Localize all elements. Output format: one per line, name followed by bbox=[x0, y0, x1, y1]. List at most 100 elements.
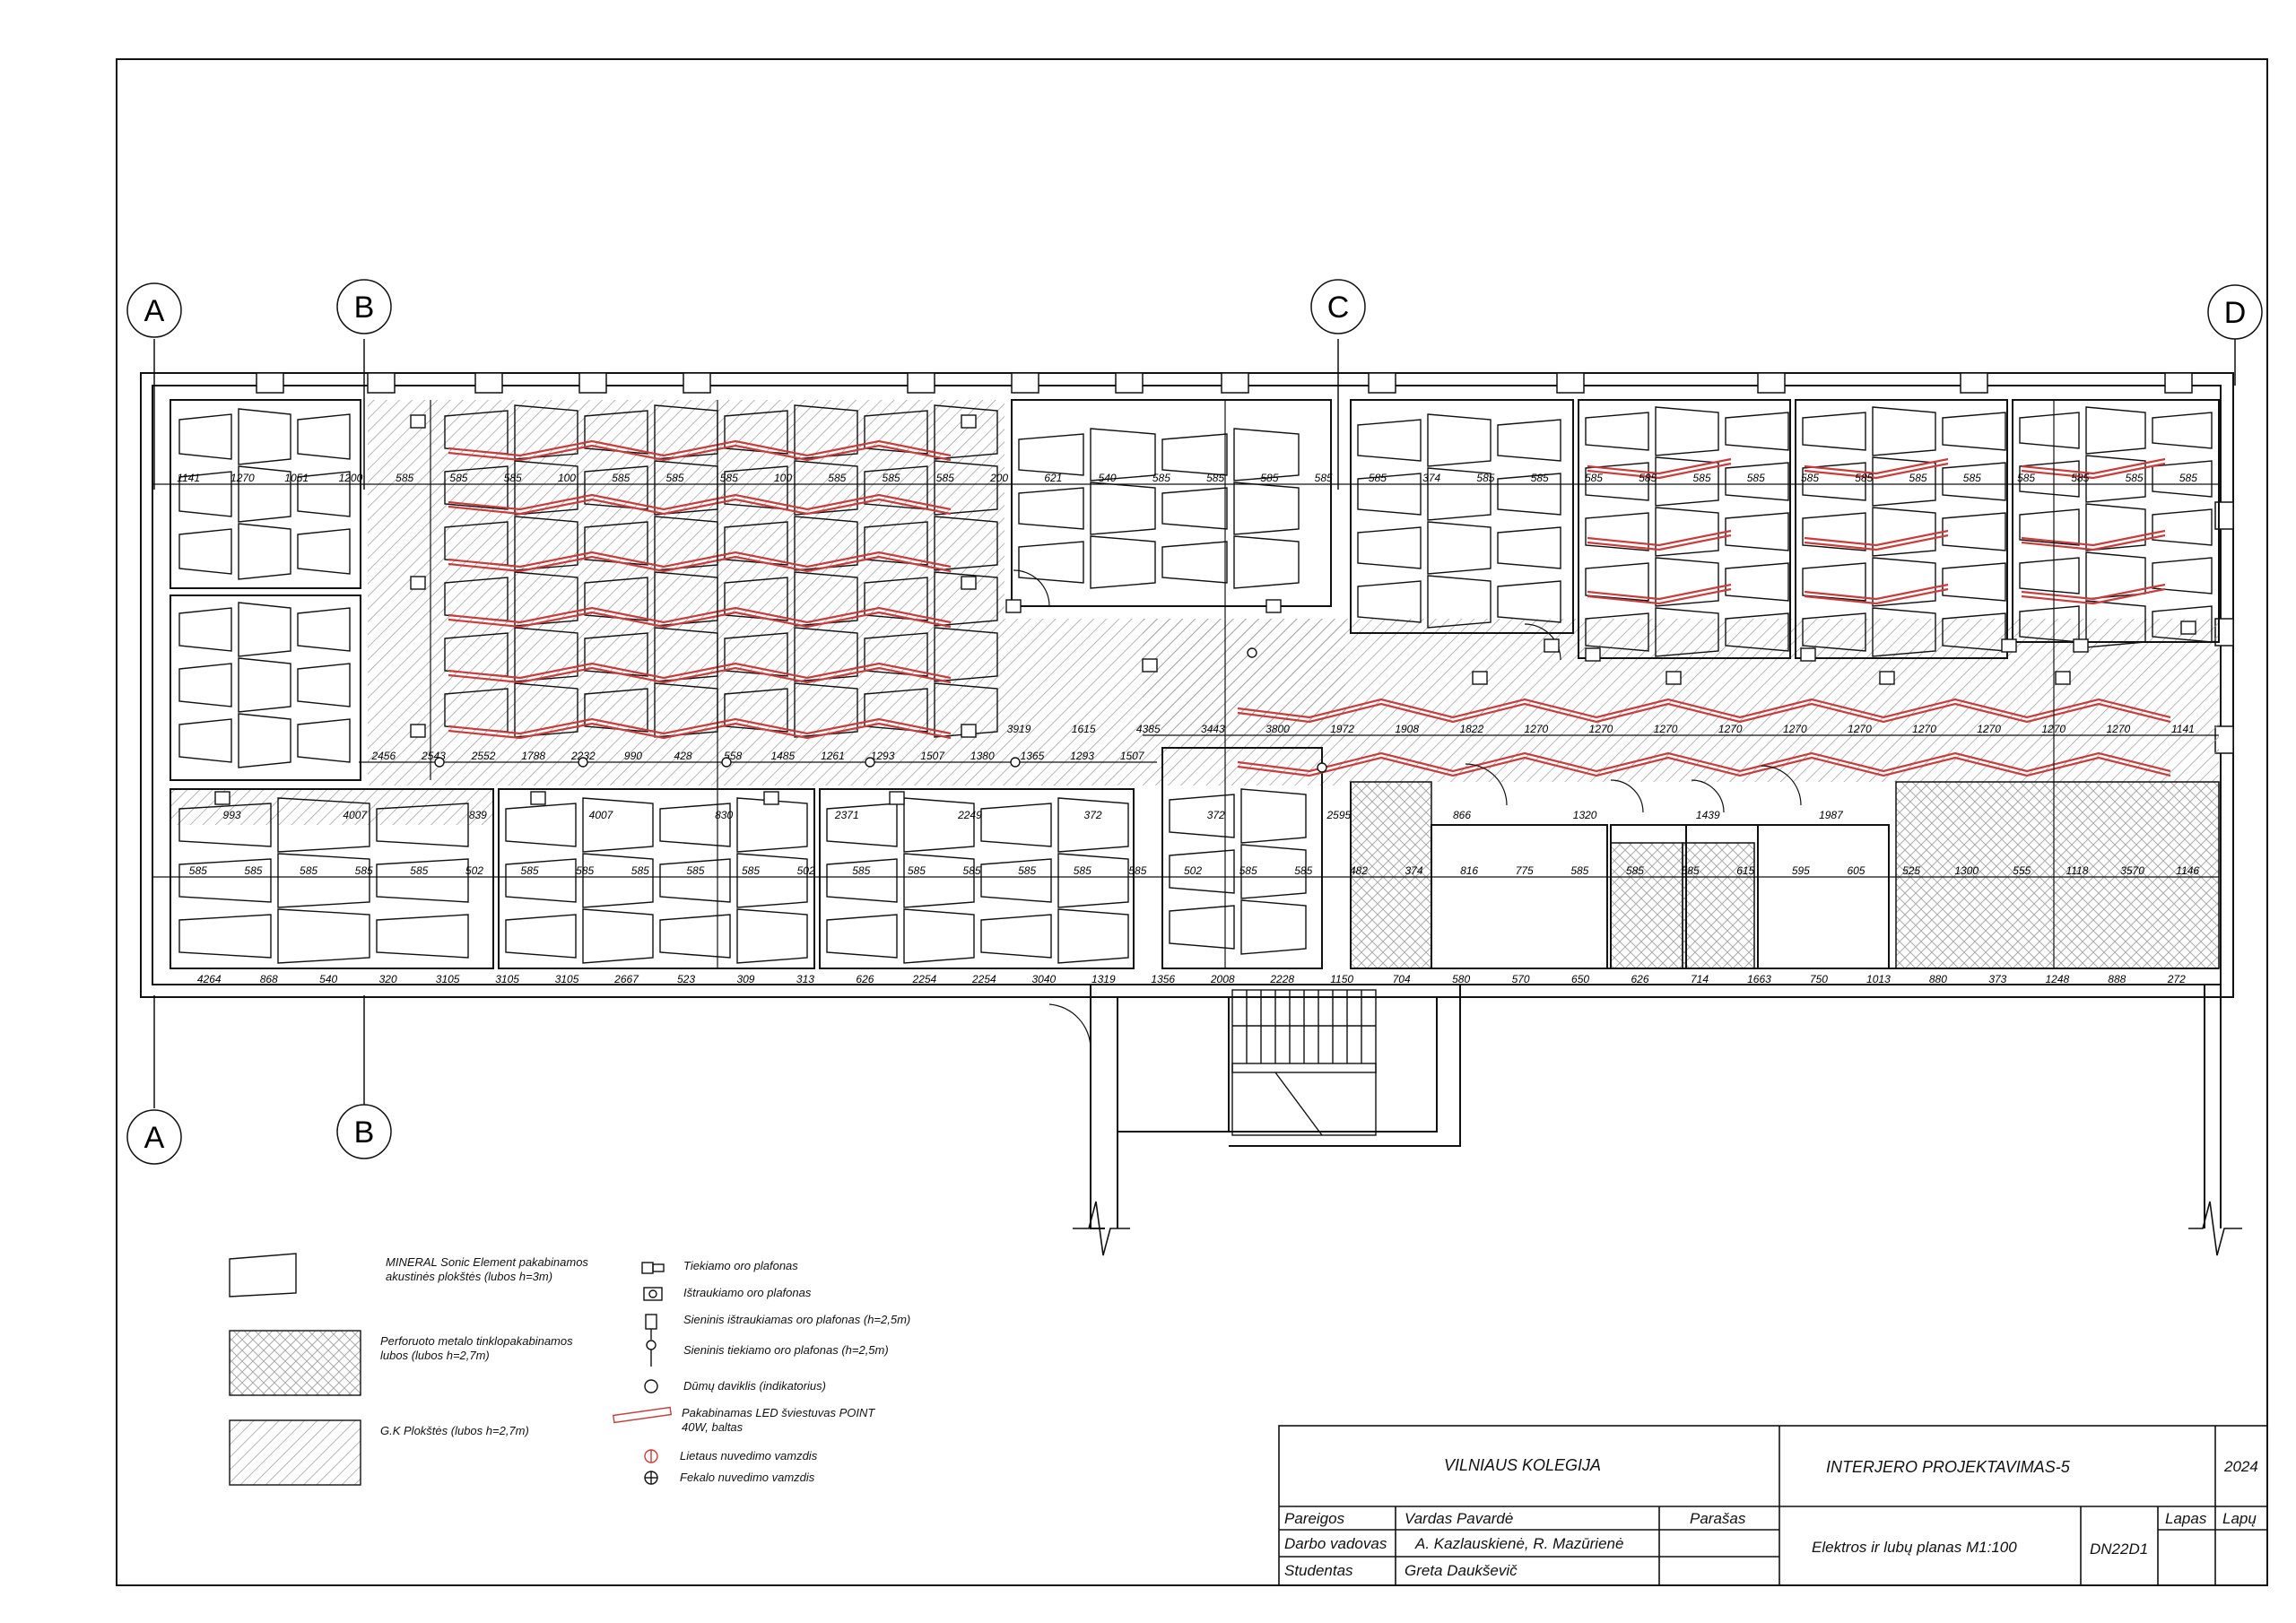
acoustic-tile bbox=[178, 607, 232, 652]
acoustic-tile bbox=[794, 571, 858, 627]
acoustic-tile bbox=[794, 404, 858, 460]
school-name: VILNIAUS KOLEGIJA bbox=[1444, 1456, 1602, 1474]
dimension-label: 1270 bbox=[1912, 723, 1936, 735]
legend-gk: G.K Plokštės (lubos h=2,7m) bbox=[380, 1424, 529, 1437]
dimension-label: 1972 bbox=[1330, 723, 1354, 735]
acoustic-tile bbox=[1802, 462, 1866, 501]
dimension-label: 4385 bbox=[1136, 723, 1161, 735]
perforated-zones bbox=[1350, 781, 2220, 969]
dimension-label: 482 bbox=[1350, 864, 1368, 877]
led-strip bbox=[1804, 534, 1949, 551]
dimension-label: 585 bbox=[576, 864, 594, 877]
acoustic-tile bbox=[1585, 462, 1649, 501]
acoustic-tile bbox=[1655, 456, 1719, 507]
acoustic-tile bbox=[514, 682, 578, 738]
legend-led-2: 40W, baltas bbox=[682, 1420, 744, 1434]
acoustic-tile bbox=[514, 627, 578, 682]
acoustic-tile bbox=[934, 404, 998, 460]
acoustic-tile bbox=[980, 914, 1052, 959]
acoustic-tile bbox=[444, 465, 509, 510]
dimension-label: 2249 bbox=[957, 809, 982, 821]
dimension-label: 1300 bbox=[1954, 864, 1979, 877]
air-diffuser bbox=[2001, 638, 2017, 653]
acoustic-tile bbox=[1872, 607, 1936, 657]
axis-label-b-bottom: B bbox=[354, 1115, 375, 1150]
acoustic-tile bbox=[238, 523, 291, 580]
dimension-label: 585 bbox=[1152, 472, 1170, 484]
project-name: INTERJERO PROJEKTAVIMAS-5 bbox=[1826, 1458, 2070, 1476]
dimension-label: 585 bbox=[1909, 472, 1927, 484]
dimension-label: 585 bbox=[828, 472, 846, 484]
acoustic-tile bbox=[1942, 562, 2006, 602]
acoustic-tile bbox=[376, 858, 469, 903]
acoustic-tile bbox=[297, 607, 351, 652]
led-strip bbox=[448, 444, 952, 462]
air-diffuser bbox=[530, 791, 546, 805]
dimension-label: 1270 bbox=[2041, 723, 2066, 735]
dimension-label: 1270 bbox=[1654, 723, 1678, 735]
acoustic-tile bbox=[2019, 460, 2080, 498]
acoustic-tile bbox=[1427, 467, 1492, 521]
dimension-label: 100 bbox=[774, 472, 792, 484]
acoustic-tile bbox=[864, 688, 928, 733]
acoustic-tile bbox=[1427, 575, 1492, 629]
air-diffuser bbox=[1544, 638, 1560, 653]
dimension-label: 570 bbox=[1512, 973, 1530, 985]
acoustic-tile bbox=[584, 688, 648, 733]
dimension-label: 1270 bbox=[1589, 723, 1613, 735]
acoustic-tile bbox=[1497, 580, 1561, 623]
acoustic-tile bbox=[724, 688, 788, 733]
year: 2024 bbox=[2224, 1458, 2258, 1475]
dimension-label: 585 bbox=[962, 864, 980, 877]
acoustic-tile bbox=[1872, 507, 1936, 557]
dimension-label: 1293 bbox=[1070, 750, 1094, 762]
dimension-label: 374 bbox=[1422, 472, 1440, 484]
row-label-studentas: Studentas bbox=[1284, 1562, 1353, 1579]
acoustic-tile bbox=[736, 797, 808, 853]
acoustic-tile bbox=[1942, 462, 2006, 501]
dimension-label: 868 bbox=[260, 973, 278, 985]
dimension-label: 502 bbox=[797, 864, 815, 877]
acoustic-tile bbox=[238, 657, 291, 713]
dimension-label: 1356 bbox=[1151, 973, 1175, 985]
dimension-label: 320 bbox=[379, 973, 397, 985]
dimension-label: 585 bbox=[1639, 472, 1657, 484]
acoustic-tile bbox=[1585, 562, 1649, 602]
led-strip bbox=[2021, 583, 2166, 601]
dimension-label: 523 bbox=[677, 973, 695, 985]
acoustic-tile bbox=[724, 577, 788, 621]
acoustic-tile bbox=[934, 682, 998, 738]
axis-label-b-top: B bbox=[354, 291, 375, 325]
dimension-label: 3040 bbox=[1031, 973, 1056, 985]
dimension-label: 1380 bbox=[970, 750, 995, 762]
dimension-label: 525 bbox=[1902, 864, 1920, 877]
acoustic-tile bbox=[178, 528, 232, 575]
dimension-label: 585 bbox=[631, 864, 649, 877]
acoustic-tile bbox=[1240, 844, 1307, 899]
smoke-detector bbox=[578, 757, 588, 768]
name-pareigos: Vardas Pavardė bbox=[1405, 1510, 1514, 1527]
acoustic-tile bbox=[178, 413, 232, 460]
dimension-label: 1118 bbox=[2066, 864, 2088, 877]
led-strip bbox=[2021, 529, 2166, 547]
led-strip bbox=[1587, 457, 1732, 475]
dimension-label: 540 bbox=[319, 973, 337, 985]
acoustic-tile bbox=[514, 460, 578, 516]
led-strip bbox=[448, 662, 952, 680]
acoustic-tile bbox=[1427, 521, 1492, 575]
dimension-label: 555 bbox=[2013, 864, 2031, 877]
dimension-label: 4007 bbox=[343, 809, 368, 821]
dimension-label: 2552 bbox=[471, 750, 496, 762]
acoustic-tile bbox=[736, 853, 808, 908]
dimension-label: 866 bbox=[1453, 809, 1471, 821]
led-strip bbox=[1587, 529, 1732, 547]
legend-dumu: Dūmų daviklis (indikatorius) bbox=[683, 1379, 826, 1393]
legend-sieninis-tiek: Sieninis tiekiamo oro plafonas (h=2,5m) bbox=[683, 1343, 889, 1357]
signature-label: Parašas bbox=[1690, 1510, 1746, 1527]
dimension-label: 3570 bbox=[2120, 864, 2144, 877]
acoustic-tile bbox=[178, 718, 232, 763]
staircase bbox=[1231, 989, 1377, 1136]
acoustic-tile bbox=[505, 858, 577, 903]
acoustic-tile bbox=[584, 577, 648, 621]
